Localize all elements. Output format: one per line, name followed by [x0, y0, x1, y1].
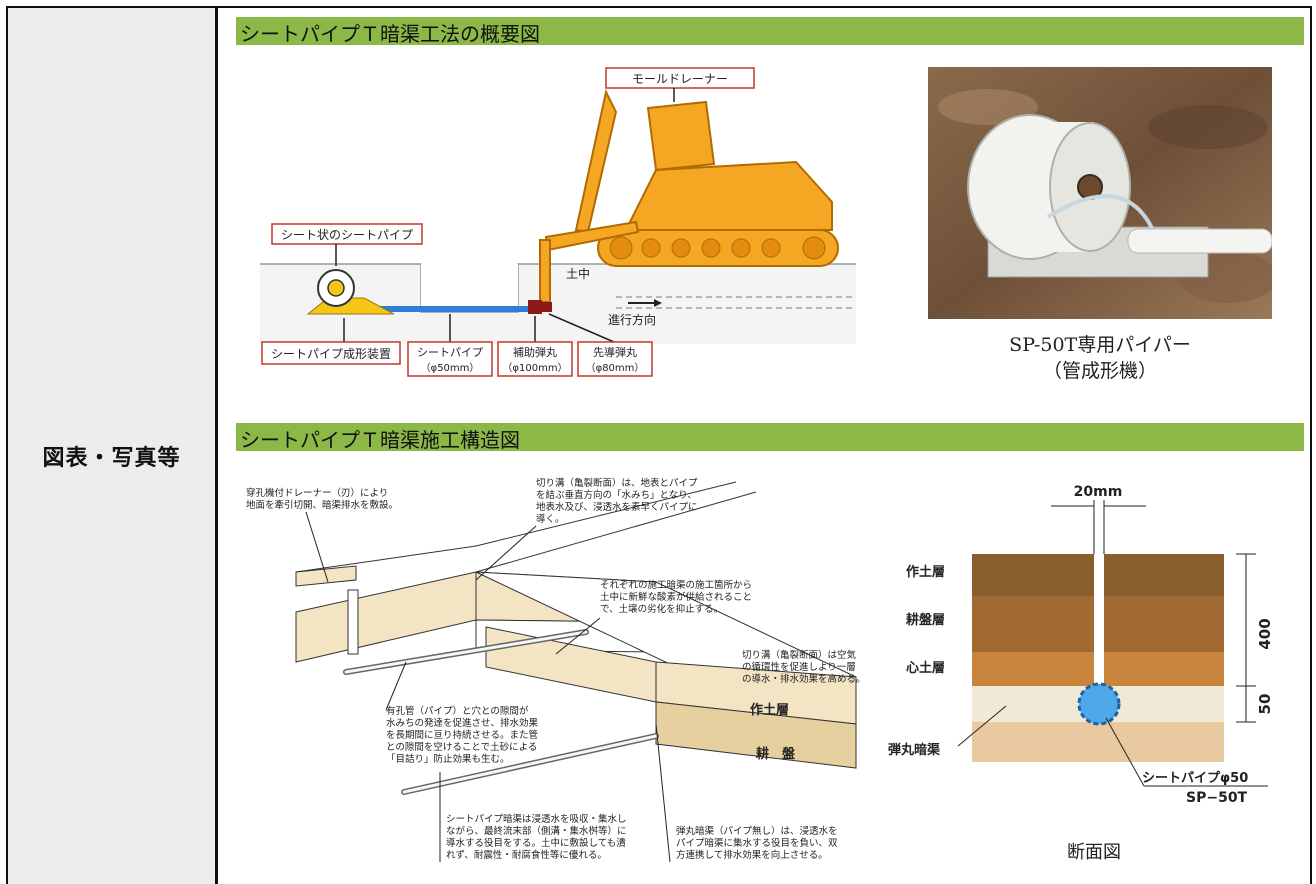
cutting-blade — [539, 239, 551, 303]
svg-text:パイプ暗渠に集水する役目を負い、双: パイプ暗渠に集水する役目を負い、双 — [676, 837, 838, 849]
svg-text:を長期間に亘り持続させる。また管: を長期間に亘り持続させる。また管 — [386, 729, 538, 741]
svg-text:導水する役目をする。土中に敷設しても潰: 導水する役目をする。土中に敷設しても潰 — [446, 837, 626, 849]
svg-text:れず、耐震性・耐腐食性等に優れる。: れず、耐震性・耐腐食性等に優れる。 — [446, 849, 607, 861]
slab-left-top — [295, 571, 477, 663]
machine-body — [624, 160, 833, 231]
svg-text:切り溝（亀裂断面）は空気: 切り溝（亀裂断面）は空気 — [742, 649, 857, 661]
cross-section-diagram: 20mm 作土層 耕盤層 心土層 弾丸暗渠 400 50 シートパイプφ50 S… — [886, 466, 1304, 880]
note-e: 有孔管（パイプ）と穴との隙間が 水みちの発達を促進させ、排水効果 を長期間に亘り… — [386, 705, 539, 765]
assist-label-1: 補助弾丸 — [513, 345, 557, 359]
svg-text:有孔管（パイプ）と穴との隙間が: 有孔管（パイプ）と穴との隙間が — [386, 705, 529, 717]
note-b: 切り溝（亀裂断面）は、地表とパイプ を結ぶ垂直方向の「水みち」となり、 地表水及… — [536, 477, 698, 525]
photo-caption-1: SP-50T専用パイパー — [1009, 334, 1191, 356]
cross-layer-4: 弾丸暗渠 — [888, 742, 941, 758]
svg-text:導く。: 導く。 — [536, 513, 565, 525]
pipe-label-1: シートパイプ — [417, 346, 483, 359]
svg-text:地表水及び、浸透水を素早くパイプに: 地表水及び、浸透水を素早くパイプに — [536, 501, 698, 513]
row-label-cell: 図表・写真等 — [8, 8, 215, 884]
note-d: 切り溝（亀裂断面）は空気 の循環性を促進しより一層 の導水・排水効果を高める。 — [742, 649, 866, 685]
label-machine: モールドレーナー — [605, 67, 755, 102]
svg-text:方連携して排水効果を向上させる。: 方連携して排水効果を向上させる。 — [676, 849, 828, 861]
iso-layer-top: 作土層 — [750, 702, 789, 718]
piper-photo — [928, 67, 1272, 319]
trench-cut — [421, 264, 518, 312]
cross-layer-3: 心土層 — [906, 660, 945, 676]
pipe-label-2: （φ50mm） — [421, 362, 480, 374]
svg-text:水みちの発達を促進させ、排水効果: 水みちの発達を促進させ、排水効果 — [386, 717, 539, 729]
width-label: 20mm — [1074, 484, 1123, 500]
structure-diagram-svg: 作土層 耕 盤 穿孔機付ドレーナー（刃）により 地面を牽引切開、暗渠排水を敷設。… — [246, 477, 866, 863]
label-assist-bullet: 補助弾丸 （φ100mm） — [497, 316, 573, 377]
row-label: 図表・写真等 — [42, 446, 181, 471]
svg-text:土中に新鮮な酸素が供給されること: 土中に新鮮な酸素が供給されること — [600, 591, 752, 603]
svg-text:地面を牽引切開、暗渠排水を敷設。: 地面を牽引切開、暗渠排水を敷設。 — [246, 499, 398, 511]
cross-model-label: SP−50T — [1186, 790, 1248, 806]
svg-text:との隙間を空けることで土砂による: との隙間を空けることで土砂による — [386, 741, 537, 753]
dim-400: 400 — [1256, 618, 1274, 649]
svg-text:穿孔機付ドレーナー（刃）により: 穿孔機付ドレーナー（刃）により — [246, 487, 388, 499]
svg-text:それぞれの施工暗渠の施工箇所から: それぞれの施工暗渠の施工箇所から — [600, 579, 752, 591]
sheet-pipe-section — [1077, 682, 1121, 726]
sheet-label: シート状のシートパイプ — [281, 228, 413, 242]
cross-section-svg: 20mm 作土層 耕盤層 心土層 弾丸暗渠 400 50 シートパイプφ50 S… — [888, 484, 1274, 863]
assist-label-2: （φ100mm） — [502, 362, 567, 374]
forming-device-label: シートパイプ成形装置 — [271, 347, 391, 361]
slab-right-bottom — [655, 701, 857, 769]
label-pipe: シートパイプ （φ50mm） — [407, 314, 493, 377]
svg-text:の導水・排水効果を高める。: の導水・排水効果を高める。 — [742, 673, 866, 685]
label-sheet: シート状のシートパイプ — [271, 223, 423, 266]
note-c: それぞれの施工暗渠の施工箇所から 土中に新鮮な酸素が供給されること で、土壌の劣… — [600, 579, 752, 615]
cross-layer-1: 作土層 — [906, 564, 945, 580]
svg-text:シートパイプ暗渠は浸透水を吸収・集水し: シートパイプ暗渠は浸透水を吸収・集水し — [446, 813, 627, 825]
svg-text:「目詰り」防止効果も生む。: 「目詰り」防止効果も生む。 — [386, 753, 510, 765]
lead-label-2: （φ80mm） — [586, 362, 645, 374]
machine-cab — [646, 100, 716, 172]
formed-pipe — [1127, 228, 1272, 254]
piper-photo-svg — [928, 67, 1272, 319]
lead-bullet — [542, 302, 552, 312]
cross-pipe-label: シートパイプφ50 — [1142, 771, 1248, 786]
svg-text:ながら、最終流末部（側溝・集水桝等）に: ながら、最終流末部（側溝・集水桝等）に — [446, 825, 627, 837]
note-a: 穿孔機付ドレーナー（刃）により 地面を牽引切開、暗渠排水を敷設。 — [246, 487, 398, 511]
mole-drainer-machine — [539, 89, 839, 303]
section-header-structure: シートパイプＴ暗渠施工構造図 — [236, 423, 1304, 452]
drainer-blade — [347, 589, 359, 655]
assist-bullet — [528, 300, 542, 314]
direction-indicator: 進行方向 — [608, 299, 662, 327]
svg-text:を結ぶ垂直方向の「水みち」となり、: を結ぶ垂直方向の「水みち」となり、 — [536, 489, 697, 501]
note-f: シートパイプ暗渠は浸透水を吸収・集水し ながら、最終流末部（側溝・集水桝等）に … — [446, 813, 627, 861]
label-forming-device: シートパイプ成形装置 — [261, 318, 401, 365]
svg-text:切り溝（亀裂断面）は、地表とパイプ: 切り溝（亀裂断面）は、地表とパイプ — [536, 477, 698, 489]
guide-rod — [1046, 194, 1158, 238]
direction-label: 進行方向 — [608, 312, 656, 327]
overview-diagram-svg: モールドレーナー シート状のシートパイプ 土中 進行方向 シートパイプ成形装置 … — [260, 67, 856, 377]
svg-text:弾丸暗渠（パイプ無し）は、浸透水を: 弾丸暗渠（パイプ無し）は、浸透水を — [676, 825, 838, 837]
svg-text:で、土壌の劣化を抑止する。: で、土壌の劣化を抑止する。 — [600, 603, 723, 615]
section-title-structure: シートパイプＴ暗渠施工構造図 — [240, 428, 520, 452]
svg-text:の循環性を促進しより一層: の循環性を促進しより一層 — [742, 661, 856, 673]
structure-diagram: 作土層 耕 盤 穿孔機付ドレーナー（刃）により 地面を牽引切開、暗渠排水を敷設。… — [236, 462, 876, 880]
section-title-overview: シートパイプＴ暗渠工法の概要図 — [240, 22, 540, 46]
note-g: 弾丸暗渠（パイプ無し）は、浸透水を パイプ暗渠に集水する役目を負い、双 方連携し… — [676, 825, 838, 861]
soil-label: 土中 — [566, 266, 590, 281]
sheet-pipe — [331, 306, 531, 312]
layer-bottom — [972, 722, 1224, 762]
label-lead-bullet: 先導弾丸 （φ80mm） — [548, 313, 653, 377]
photo-caption-2: （管成形機） — [1042, 360, 1157, 382]
table-frame: 図表・写真等 — [6, 6, 1312, 884]
dim-50: 50 — [1256, 694, 1274, 715]
column-divider — [215, 8, 218, 884]
machine-label: モールドレーナー — [632, 72, 728, 86]
cross-caption: 断面図 — [1067, 842, 1121, 863]
iso-layer-bottom: 耕 盤 — [756, 746, 796, 762]
cross-layer-2: 耕盤層 — [906, 612, 945, 628]
slit-trench — [1094, 554, 1104, 690]
lift-arm — [574, 89, 618, 234]
lead-label-1: 先導弾丸 — [593, 345, 637, 359]
overview-diagram: モールドレーナー シート状のシートパイプ 土中 進行方向 シートパイプ成形装置 … — [236, 52, 856, 382]
section-header-overview: シートパイプＴ暗渠工法の概要図 — [236, 17, 1304, 46]
